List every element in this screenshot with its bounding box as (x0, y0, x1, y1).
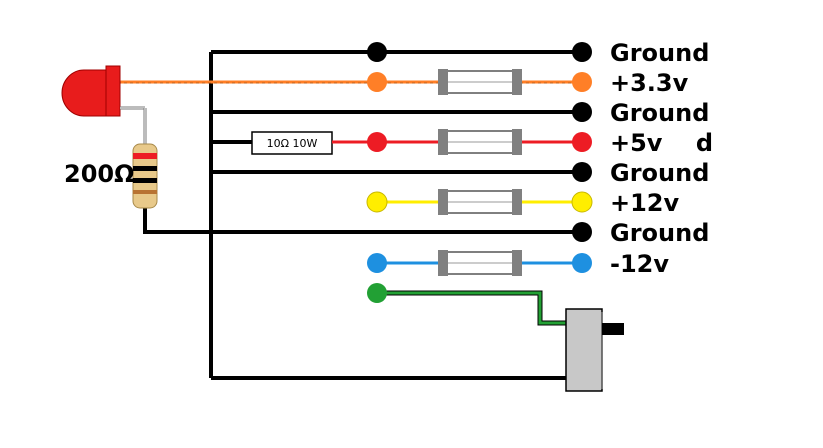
rail-label-minus12v: -12v (610, 250, 669, 278)
ground-node-right-4 (572, 222, 592, 242)
ground-node-right-1 (572, 42, 592, 62)
led (61, 65, 147, 145)
rail-minus12v (367, 250, 592, 276)
rail-3v3 (118, 69, 592, 95)
rail-5v-node-left (367, 132, 387, 152)
fuse-3v3 (438, 69, 522, 95)
rail-label-3v3: +3.3v (610, 69, 689, 97)
band-red (133, 153, 157, 159)
ground-bus (209, 52, 568, 380)
rail-label-ground-3: Ground (610, 159, 709, 187)
ground-node-right-2 (572, 102, 592, 122)
resistor-value-label: 200Ω (64, 160, 135, 188)
switch-lever (602, 323, 624, 335)
band-brown (133, 190, 157, 194)
rail-12v-node-right (571, 191, 593, 213)
rail-3v3-node-left (367, 72, 387, 92)
rail-label-ground-1: Ground (610, 39, 709, 67)
ground-node-left-1 (367, 42, 387, 62)
rail-minus12v-node-right (572, 253, 592, 273)
rail-12v (366, 189, 593, 215)
load-resistor-label: 10Ω 10W (267, 137, 318, 150)
rail-5v: 10Ω 10W (211, 129, 592, 155)
fuse-minus12v (438, 250, 522, 276)
power-switch (565, 308, 624, 392)
rail-5v-node-right (572, 132, 592, 152)
led-resistor (132, 143, 158, 209)
fuse-5v (438, 129, 522, 155)
rail-12v-node-left (366, 191, 388, 213)
rail-label-12v: +12v (610, 189, 680, 217)
ground-rail-1 (211, 42, 592, 62)
rail-label-5v: +5v d (610, 129, 713, 157)
rail-label-ground-4: Ground (610, 219, 709, 247)
power-on-wire (367, 283, 568, 326)
rail-minus12v-node-left (367, 253, 387, 273)
rail-label-ground-2: Ground (610, 99, 709, 127)
fuse-12v (438, 189, 522, 215)
band-black-2 (133, 178, 157, 183)
power-on-node (367, 283, 387, 303)
band-black-1 (133, 166, 157, 171)
ground-node-right-3 (572, 162, 592, 182)
ground-rail-2 (211, 102, 592, 122)
rail-3v3-node-right (572, 72, 592, 92)
ground-rail-3 (211, 162, 592, 182)
